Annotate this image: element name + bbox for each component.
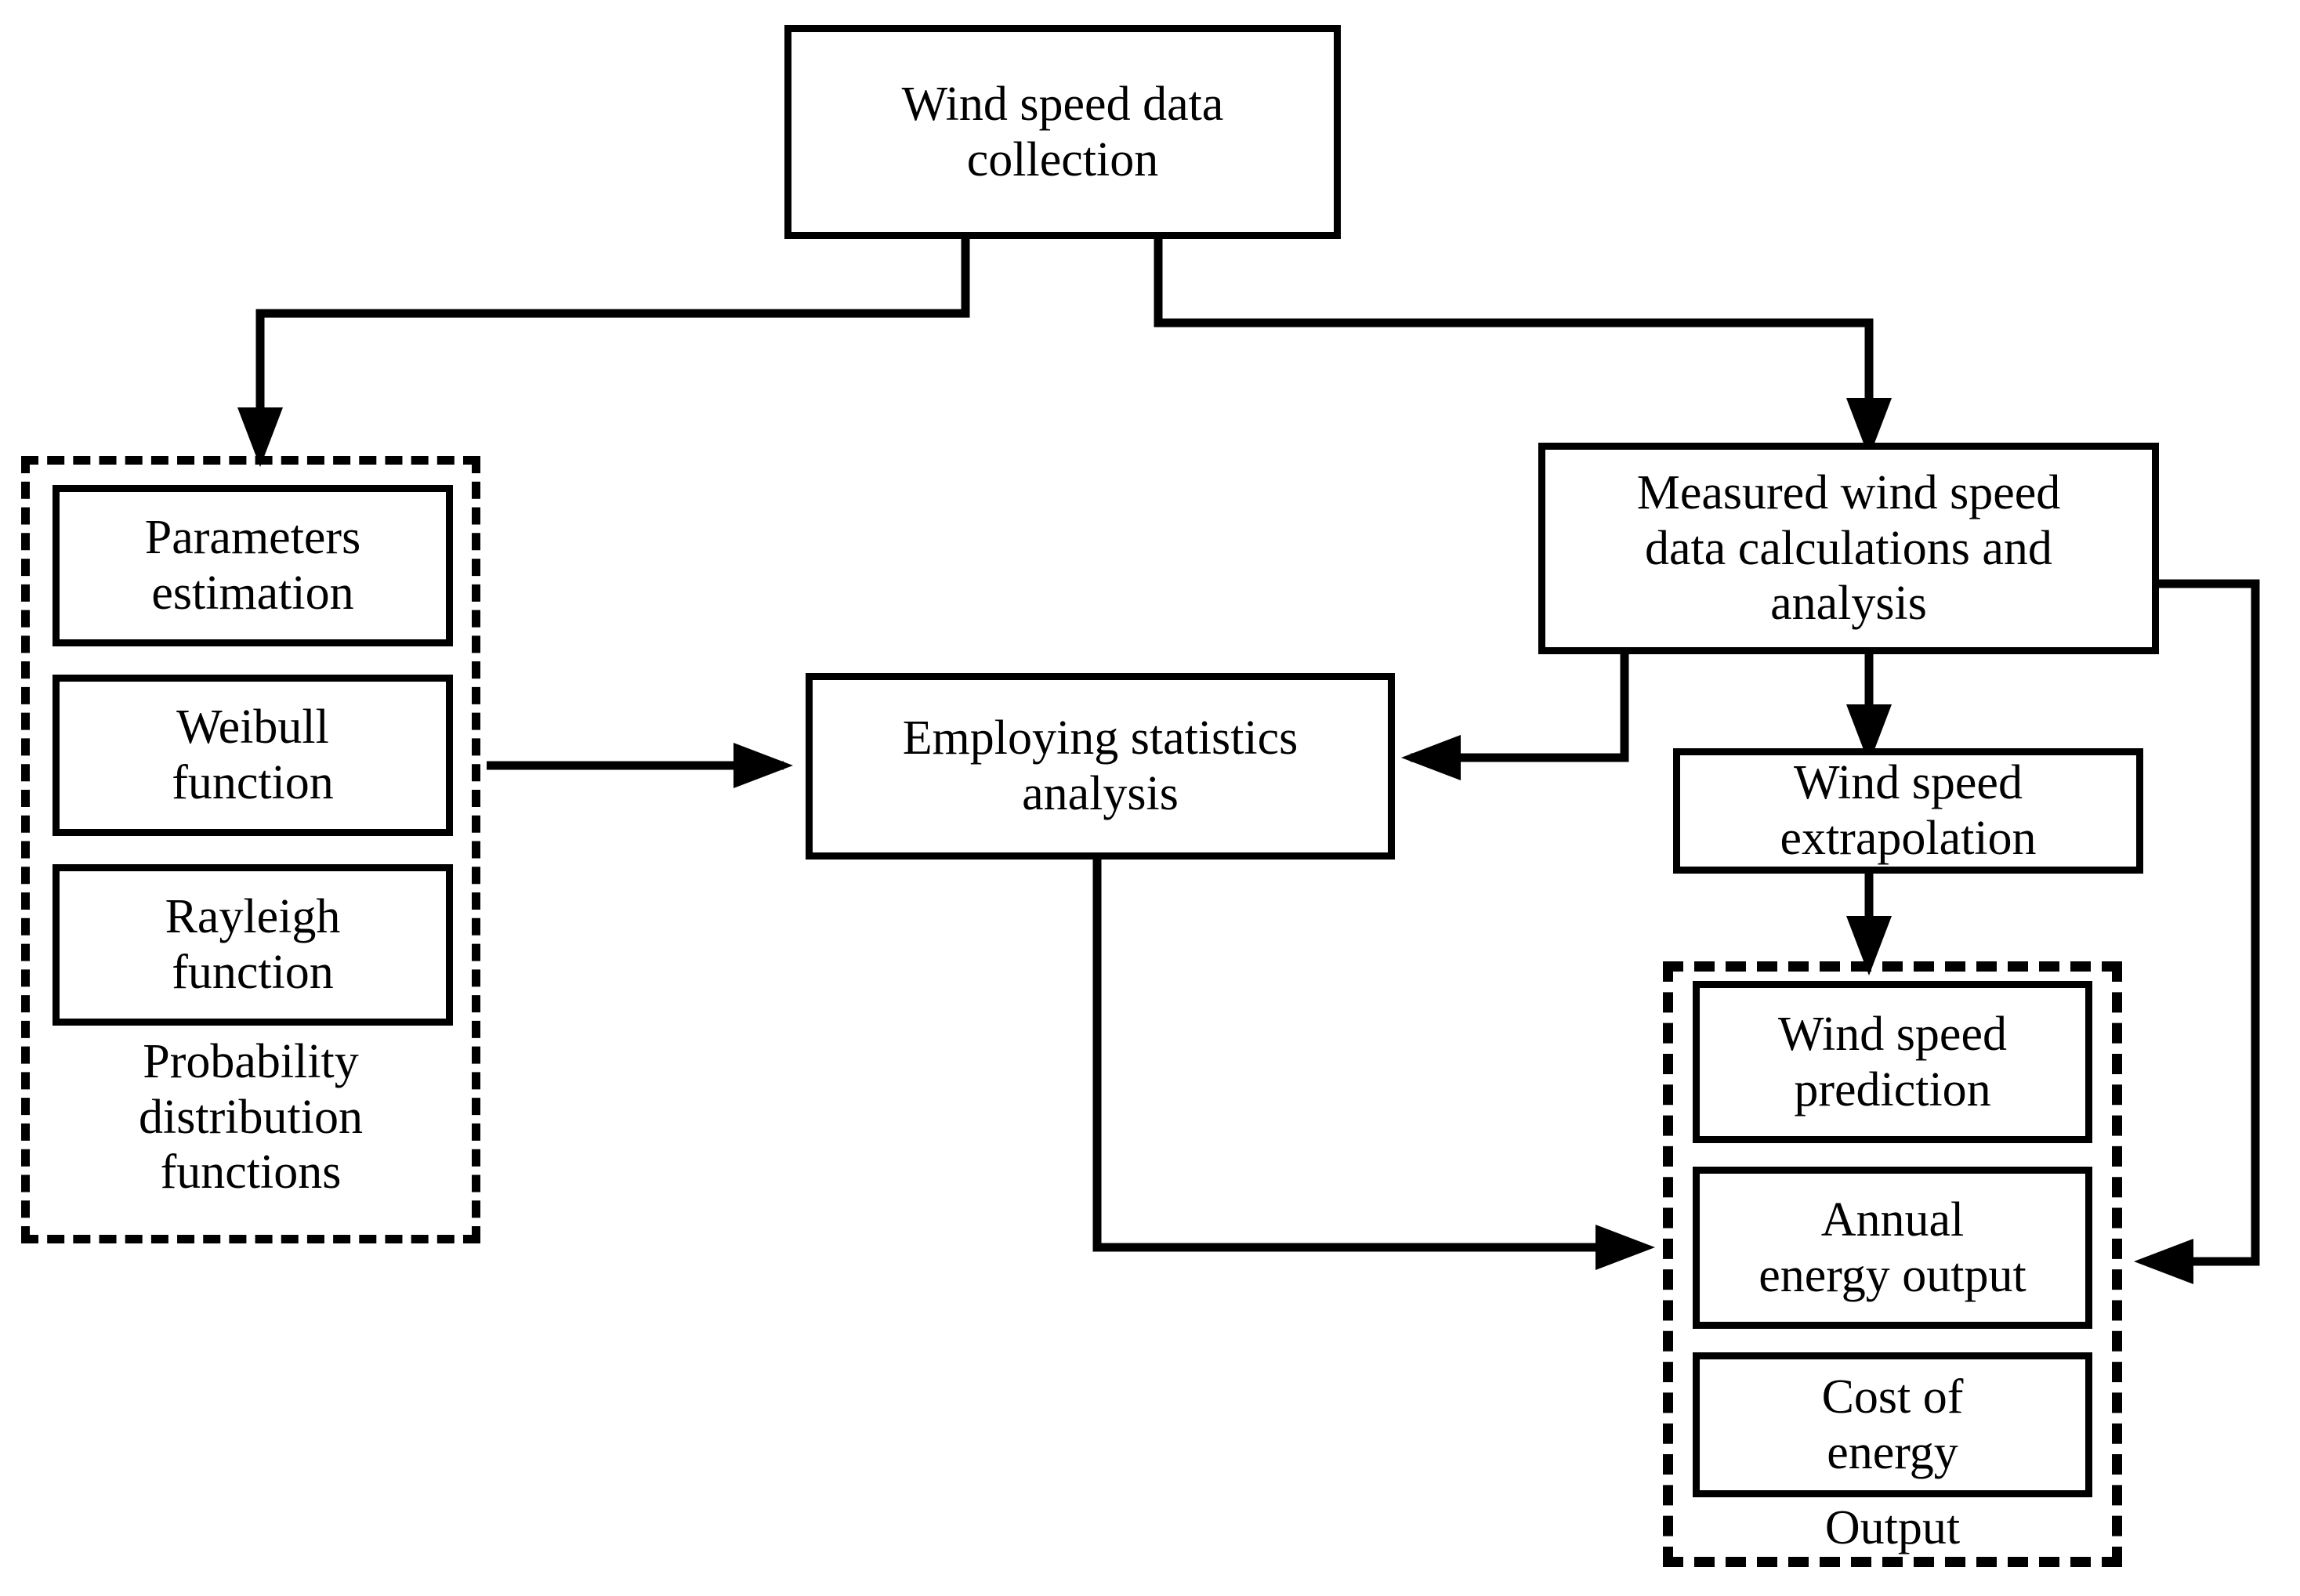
edge-collection-to-measured [1154, 239, 1874, 427]
arrowhead-to-statistics-right [1401, 735, 1461, 780]
group-label-probability-distribution-functions: Probability distribution functions [139, 1035, 363, 1200]
group-label-output: Output [1824, 1501, 1961, 1554]
group-output [1663, 961, 2122, 1567]
node-weibull-function[interactable]: Weibull function [53, 675, 453, 836]
arrowhead-to-measured [1846, 398, 1892, 458]
node-cost-of-energy[interactable]: Cost of energy [1693, 1352, 2092, 1497]
node-measured-wind-speed-data-calculations-and-analysis[interactable]: Measured wind speed data calculations an… [1538, 443, 2159, 654]
arrowhead-to-statistics-left [733, 743, 793, 788]
edge-collection-to-pdf [255, 239, 970, 435]
edge-measured-feedback-to-output [2147, 579, 2260, 1266]
arrowhead-to-output-top [1846, 916, 1892, 975]
node-wind-speed-data-collection[interactable]: Wind speed data collection [784, 25, 1341, 239]
arrowhead-to-output-right [2134, 1239, 2193, 1284]
node-wind-speed-extrapolation[interactable]: Wind speed extrapolation [1673, 748, 2143, 874]
arrowhead-to-output-left [1596, 1225, 1655, 1270]
edge-measured-to-statistics [1411, 654, 1629, 762]
arrowhead-to-pdf [237, 407, 283, 467]
node-parameters-estimation[interactable]: Parameters estimation [53, 485, 453, 646]
group-probability-distribution-functions [21, 456, 480, 1243]
arrowhead-to-extrapolation [1846, 704, 1892, 764]
edge-statistics-to-output [1092, 860, 1642, 1252]
node-wind-speed-prediction[interactable]: Wind speed prediction [1693, 981, 2092, 1143]
node-employing-statistics-analysis[interactable]: Employing statistics analysis [806, 673, 1395, 860]
node-rayleigh-function[interactable]: Rayleigh function [53, 864, 453, 1026]
node-annual-energy-output[interactable]: Annual energy output [1693, 1167, 2092, 1329]
